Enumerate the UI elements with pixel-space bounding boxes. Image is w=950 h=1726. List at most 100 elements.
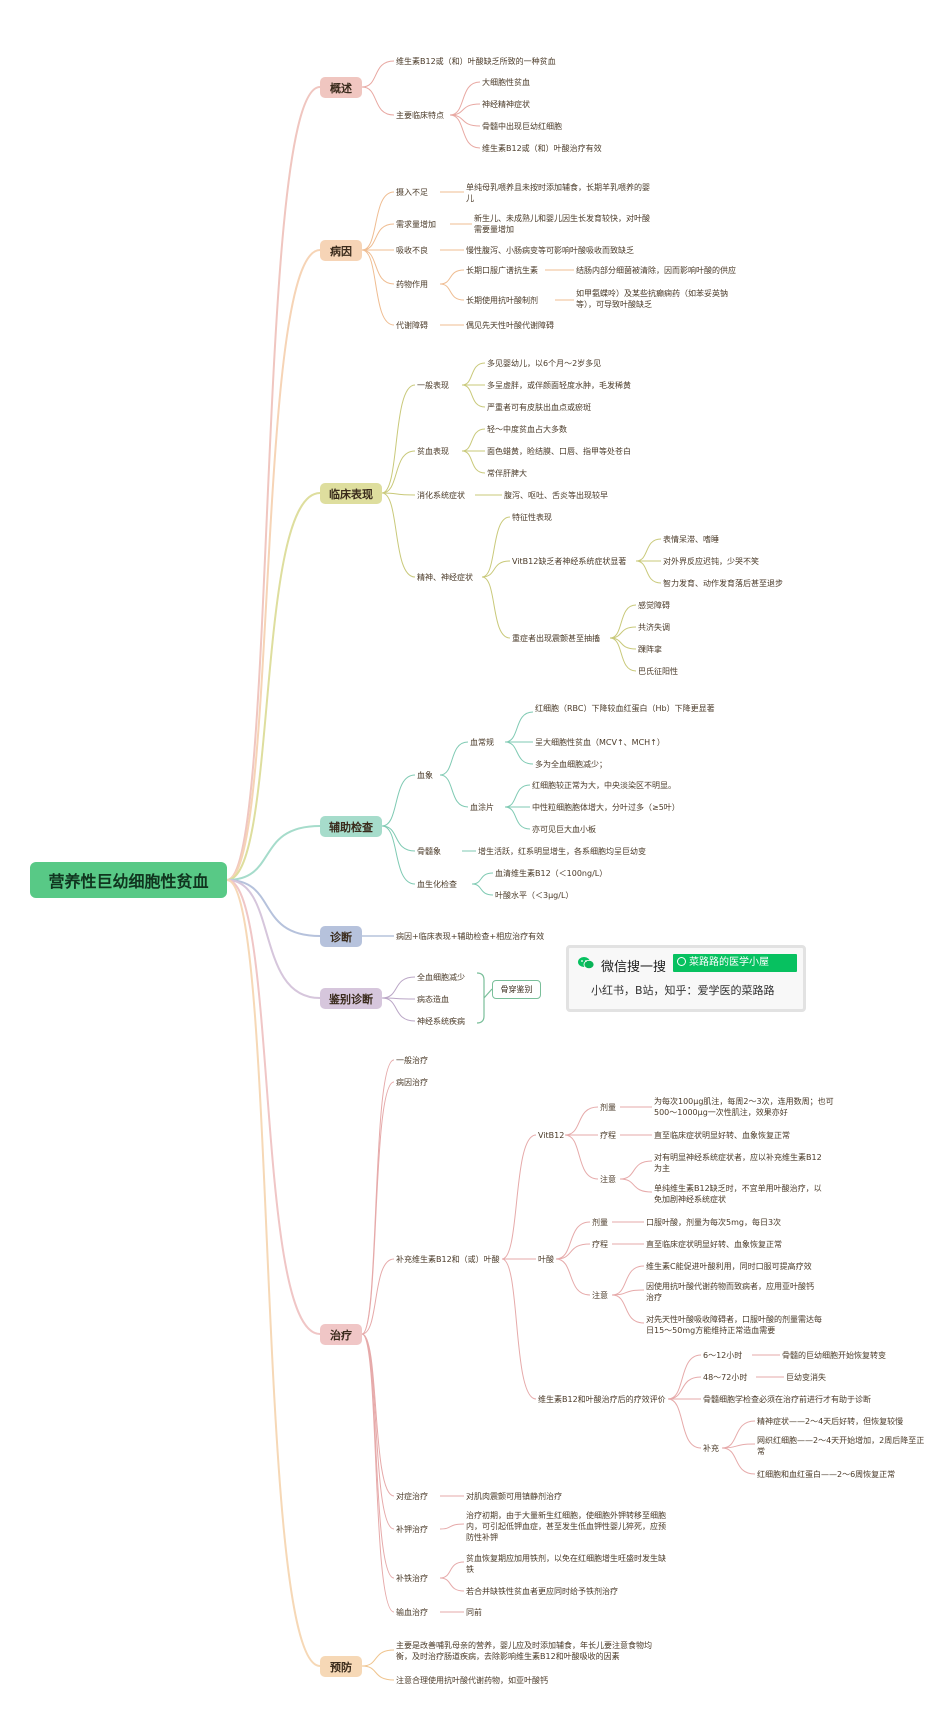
topic-treatment[interactable]: 治疗	[320, 1324, 362, 1345]
connector	[381, 492, 416, 578]
differential-item: 神经系统疾病	[417, 1017, 465, 1026]
exam-smear: 血涂片	[470, 803, 494, 812]
clinical-neuro-severe: 重症者出现震颤甚至抽搐	[512, 634, 600, 643]
connector	[381, 825, 416, 885]
bracket	[476, 972, 493, 1024]
treatment-fa-note-item: 因使用抗叶酸代谢药物而致病者，应用亚叶酸钙治疗	[646, 1282, 814, 1302]
connector	[381, 384, 416, 494]
treatment-eval-6-detail: 骨髓的巨幼细胞开始恢复转变	[782, 1351, 886, 1360]
connector	[226, 492, 321, 881]
banner-account-button[interactable]: 菜路路的医学小屋	[673, 954, 797, 972]
connector	[564, 1106, 599, 1136]
search-icon	[677, 957, 686, 966]
clinical-neuro-severe-item: 踝阵挛	[638, 645, 662, 654]
treatment-symptom: 对症治疗	[396, 1492, 428, 1501]
clinical-neuro-feature: 特征性表现	[512, 513, 552, 522]
cause-drug-b: 长期使用抗叶酸制剂	[466, 296, 538, 305]
overview-feature: 维生素B12或（和）叶酸治疗有效	[482, 144, 602, 153]
differential-item: 全血细胞减少	[417, 973, 465, 982]
treatment-iron-item: 若合并缺铁性贫血者更应同时给予铁剂治疗	[466, 1587, 618, 1596]
topic-differential[interactable]: 鉴别诊断	[320, 988, 382, 1009]
connector	[461, 384, 486, 408]
cause-absorb: 吸收不良	[396, 246, 428, 255]
treatment-transfusion: 输血治疗	[396, 1608, 428, 1617]
exam-routine-item: 红细胞（RBC）下降较血红蛋白（Hb）下降更显著	[535, 704, 715, 713]
exam-routine-item: 呈大细胞性贫血（MCV↑、MCH↑）	[535, 738, 665, 747]
connector	[619, 1178, 653, 1193]
connector	[361, 1333, 395, 1613]
connector	[361, 1258, 395, 1335]
clinical-neuro: 精神、神经症状	[417, 573, 473, 582]
connector	[667, 1376, 702, 1400]
clinical-general-item: 多见婴幼儿，以6个月～2岁多见	[487, 359, 602, 368]
connector	[461, 450, 486, 474]
connector	[361, 1333, 395, 1497]
exam-blood: 血象	[417, 771, 433, 780]
cause-drug-b-detail: 如甲氨蝶呤）及某些抗癫痫药（如苯妥英钠等），可导致叶酸缺乏	[576, 289, 728, 309]
treatment-fa-note: 注意	[592, 1291, 608, 1300]
connector	[361, 1333, 395, 1530]
root-topic[interactable]: 营养性巨幼细胞性贫血	[30, 862, 227, 898]
treatment-eval-48-detail: 巨幼变消失	[786, 1373, 826, 1382]
connector	[439, 269, 465, 285]
overview-feature: 大细胞性贫血	[482, 78, 530, 87]
connector	[439, 774, 469, 808]
exam-marrow: 骨髓象	[417, 847, 441, 856]
cause-drug: 药物作用	[396, 280, 428, 289]
clinical-general-item: 多呈虚胖，或伴颜面轻度水肿，毛发稀黄	[487, 381, 631, 390]
topic-cause[interactable]: 病因	[320, 240, 362, 261]
clinical-neuro-severe-item: 感觉障碍	[638, 601, 670, 610]
treatment-iron: 补铁治疗	[396, 1574, 428, 1583]
connector	[501, 1134, 537, 1260]
clinical-neuro-severe-item: 巴氏征阳性	[638, 667, 678, 676]
topic-clinical[interactable]: 临床表现	[320, 483, 382, 504]
connector	[381, 774, 416, 827]
banner-subtitle: 小红书，B站，知乎：爱学医的菜路路	[591, 984, 775, 997]
connector	[564, 1134, 599, 1180]
clinical-anemia-item: 轻～中度贫血占大多数	[487, 425, 567, 434]
cause-intake: 摄入不足	[396, 188, 428, 197]
treatment-eval-marrow: 骨髓细胞学检查必须在治疗前进行才有助于诊断	[703, 1395, 871, 1404]
clinical-neuro-severe-item: 共济失调	[638, 623, 670, 632]
treatment-supplement: 补充维生素B12和（或）叶酸	[396, 1255, 500, 1264]
connector	[609, 626, 637, 639]
topic-exam[interactable]: 辅助检查	[320, 816, 382, 837]
treatment-b12-course: 疗程	[600, 1131, 616, 1140]
treatment-fa-dose: 剂量	[592, 1218, 608, 1227]
treatment-vitb12: VitB12	[538, 1131, 565, 1140]
connector	[501, 1258, 537, 1400]
topic-prevention[interactable]: 预防	[320, 1656, 362, 1677]
connector	[449, 103, 481, 116]
exam-smear-item: 亦可见巨大血小板	[532, 825, 596, 834]
cause-demand-detail: 新生儿、未成熟儿和婴儿因生长发育较快，对叶酸需要量增加	[474, 214, 650, 234]
connector	[381, 450, 416, 494]
treatment-fa-note-item: 维生素C能促进叶酸利用，同时口服可提高疗效	[646, 1262, 812, 1271]
topic-overview[interactable]: 概述	[320, 77, 362, 98]
clinical-general: 一般表现	[417, 381, 449, 390]
connector	[439, 283, 465, 301]
wechat-icon	[578, 957, 595, 970]
treatment-fa-note-item: 对先天性叶酸吸收障碍者，口服叶酸的剂量需达每日15～50mg方能维持正常造血需要	[646, 1315, 822, 1335]
treatment-transfusion-detail: 同前	[466, 1608, 482, 1617]
connector	[504, 711, 534, 743]
overview-feature: 骨髓中出现巨幼红细胞	[482, 122, 562, 131]
connector	[555, 1243, 591, 1260]
connector	[439, 1561, 465, 1579]
exam-smear-item: 中性粒细胞胞体增大，分叶过多（≥5叶）	[532, 803, 680, 812]
differential-tag[interactable]: 骨穿鉴别	[492, 980, 541, 999]
connector	[609, 637, 637, 672]
connector	[555, 1221, 591, 1260]
treatment-b12-course-detail: 直至临床症状明显好转、血象恢复正常	[654, 1131, 790, 1140]
connector	[609, 604, 637, 639]
connector	[635, 538, 662, 562]
clinical-neuro-vit-item: 表情呆滞、嗜睡	[663, 535, 719, 544]
treatment-fa-course: 疗程	[592, 1240, 608, 1249]
cause-absorb-detail: 慢性腹泻、小肠病变等可影响叶酸吸收而致缺乏	[466, 246, 634, 255]
treatment-general: 一般治疗	[396, 1056, 428, 1065]
connector	[381, 492, 416, 496]
topic-diagnosis[interactable]: 诊断	[320, 926, 362, 947]
connector	[361, 86, 395, 116]
connector	[381, 997, 416, 1022]
connector	[504, 806, 531, 830]
